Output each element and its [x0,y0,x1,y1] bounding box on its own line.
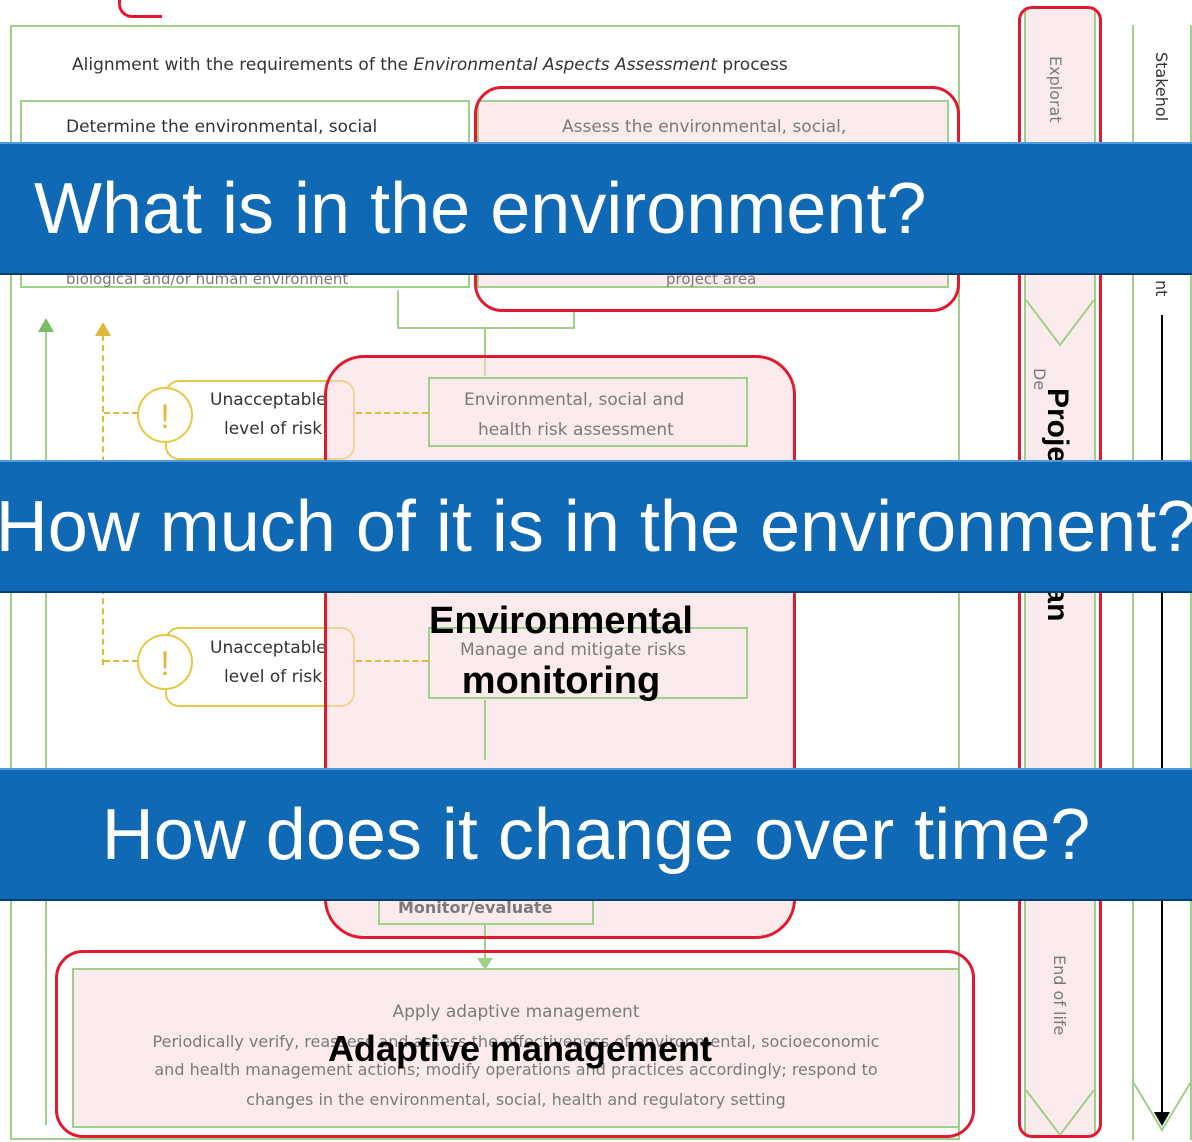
phase-end-of-life: End of life [1050,955,1069,1036]
connector-down-3 [484,925,486,965]
stakeholder-chevron [1132,1079,1192,1132]
timeline-line [1161,315,1163,1115]
adaptive-highlight [55,950,975,1138]
adaptive-management-label: Adaptive management [327,1028,713,1069]
top-red-fragment [118,0,162,18]
chevron-1 [1025,299,1095,347]
adaptive-line-1: Periodically verify, reassess and assess… [152,1032,880,1051]
adaptive-line-3: changes in the environmental, social, he… [246,1090,786,1109]
stakeholder-label-tail: nt [1152,280,1171,297]
connector-down-1 [484,328,486,376]
unacceptable-1-line-1: Unacceptable [210,390,327,410]
header-italic: Environmental Aspects Assessment [413,55,717,75]
manage-box [428,627,748,699]
monitor-text: Monitor/evaluate [398,898,553,917]
connector-left [397,290,399,328]
connector-right [573,312,575,328]
connector-join [397,327,575,329]
risk-branch-1-line [104,412,138,414]
risk-branch-2-line [104,660,138,662]
environmental-monitoring-line-2: monitoring [461,660,661,702]
environmental-monitoring-line-1: Environmental [429,600,693,642]
risk-feedback-arrow-icon [95,322,111,336]
feedback-line [45,330,47,1125]
risk-assessment-line-2: health risk assessment [478,420,674,440]
unacceptable-1-line-2: level of risk [224,419,323,439]
assess-line-1: Assess the environmental, social, [562,117,847,137]
alert-icon-2: ! [137,634,193,690]
banner-1-text: What is in the environment? [34,168,927,249]
adaptive-title: Apply adaptive management [392,1002,640,1022]
arrow-down-icon [477,958,493,970]
feedback-arrow-up-icon [38,318,54,332]
monitoring-highlight [324,355,796,939]
phase-exploration: Explorat [1046,56,1065,123]
alert-icon-1: ! [137,387,193,443]
stakeholder-label: Stakehol [1152,52,1171,122]
timeline-arrow-down-icon [1154,1112,1170,1126]
risk-assessment-line-1: Environmental, social and [464,390,685,410]
unacceptable-2-line-1: Unacceptable [210,638,327,658]
connector-down-2 [484,700,486,760]
banner-3-text: How does it change over time? [101,794,1091,875]
process-header: Alignment with the requirements of the E… [72,55,932,75]
banner-2-text: How much of it is in the environment? [0,486,1192,567]
phase-development: De [1030,368,1049,391]
manage-text: Manage and mitigate risks [460,640,686,660]
adaptive-box [72,968,960,1128]
header-prefix: Alignment with the requirements of the [72,55,414,75]
risk-link-2 [356,660,428,662]
unacceptable-2-line-2: level of risk [224,667,323,687]
banner-how-much: How much of it is in the environment? [0,460,1192,593]
risk-assessment-box [428,377,748,447]
banner-change-over-time: How does it change over time? [0,768,1192,901]
banner-what-is-in-environment: What is in the environment? [0,142,1192,275]
risk-link-1 [356,412,428,414]
header-suffix: process [716,55,788,75]
determine-line-1: Determine the environmental, social [66,117,378,137]
adaptive-line-2: and health management actions; modify op… [154,1060,878,1079]
